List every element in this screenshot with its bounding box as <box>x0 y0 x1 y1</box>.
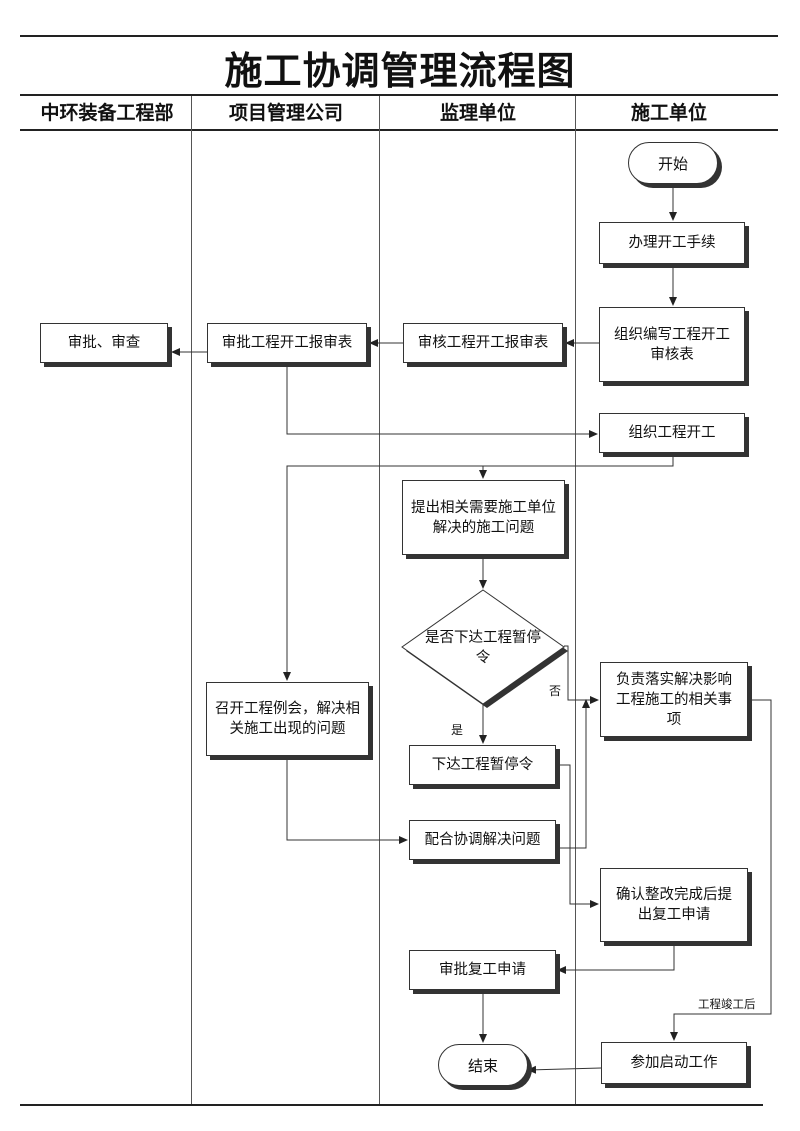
dept-approve-box: 审批、审查 <box>40 323 168 363</box>
decision-diamond <box>401 589 565 705</box>
edge-pm-to-organize <box>286 366 598 438</box>
edge-decision-no <box>564 645 599 704</box>
edge-confirm-to-resume <box>557 944 675 974</box>
meeting-box: 召开工程例会，解决相关施工出现的问题 <box>206 682 369 756</box>
edge-organize-to-raise <box>479 455 674 479</box>
compile-review-form-box: 组织编写工程开工审核表 <box>599 307 745 382</box>
lane-header-pm-company: 项目管理公司 <box>228 102 343 124</box>
page-title: 施工协调管理流程图 <box>224 49 576 93</box>
raise-issues-box: 提出相关需要施工单位解决的施工问题 <box>402 480 565 555</box>
confirm-rectify-box: 确认整改完成后提出复工申请 <box>600 868 748 942</box>
header-bottom-rule <box>20 129 778 131</box>
end-node: 结束 <box>438 1044 528 1086</box>
issue-suspend-box: 下达工程暂停令 <box>409 745 556 785</box>
decision-label: 是否下达工程暂停令 <box>425 630 541 666</box>
handle-permit-box: 办理开工手续 <box>599 222 745 264</box>
lane-header-contractor: 施工单位 <box>630 102 707 124</box>
approve-resume-box: 审批复工申请 <box>409 950 556 990</box>
lane-header-equipment-dept: 中环装备工程部 <box>40 102 174 124</box>
lane-separator-3 <box>575 96 576 1104</box>
edge-label-no: 否 <box>549 684 562 698</box>
edge-join-to-end <box>527 1065 602 1074</box>
implement-box: 负责落实解决影响工程施工的相关事项 <box>600 662 748 737</box>
lane-separator-2 <box>379 96 380 1104</box>
join-start-box: 参加启动工作 <box>601 1042 747 1084</box>
organize-start-box: 组织工程开工 <box>599 413 745 453</box>
edge-label-yes: 是 <box>451 723 464 737</box>
lane-separator-1 <box>191 96 192 1104</box>
edge-implement-to-join <box>670 699 772 1041</box>
cooperate-box: 配合协调解决问题 <box>409 820 556 860</box>
edge-label-completed: 工程竣工后 <box>698 997 756 1011</box>
start-node: 开始 <box>628 142 718 184</box>
edge-meeting-to-cooperate <box>286 758 408 844</box>
bottom-rule <box>20 1104 763 1106</box>
pm-approve-box: 审批工程开工报审表 <box>207 323 367 363</box>
header-top-rule <box>20 94 778 96</box>
supervisor-review-box: 审核工程开工报审表 <box>403 323 563 363</box>
top-rule <box>20 35 778 37</box>
edge-suspend-to-confirm <box>557 764 599 908</box>
edge-organize-to-meeting <box>283 465 483 681</box>
lane-header-supervisor: 监理单位 <box>439 102 516 124</box>
edge-cooperate-to-implement <box>557 699 590 849</box>
